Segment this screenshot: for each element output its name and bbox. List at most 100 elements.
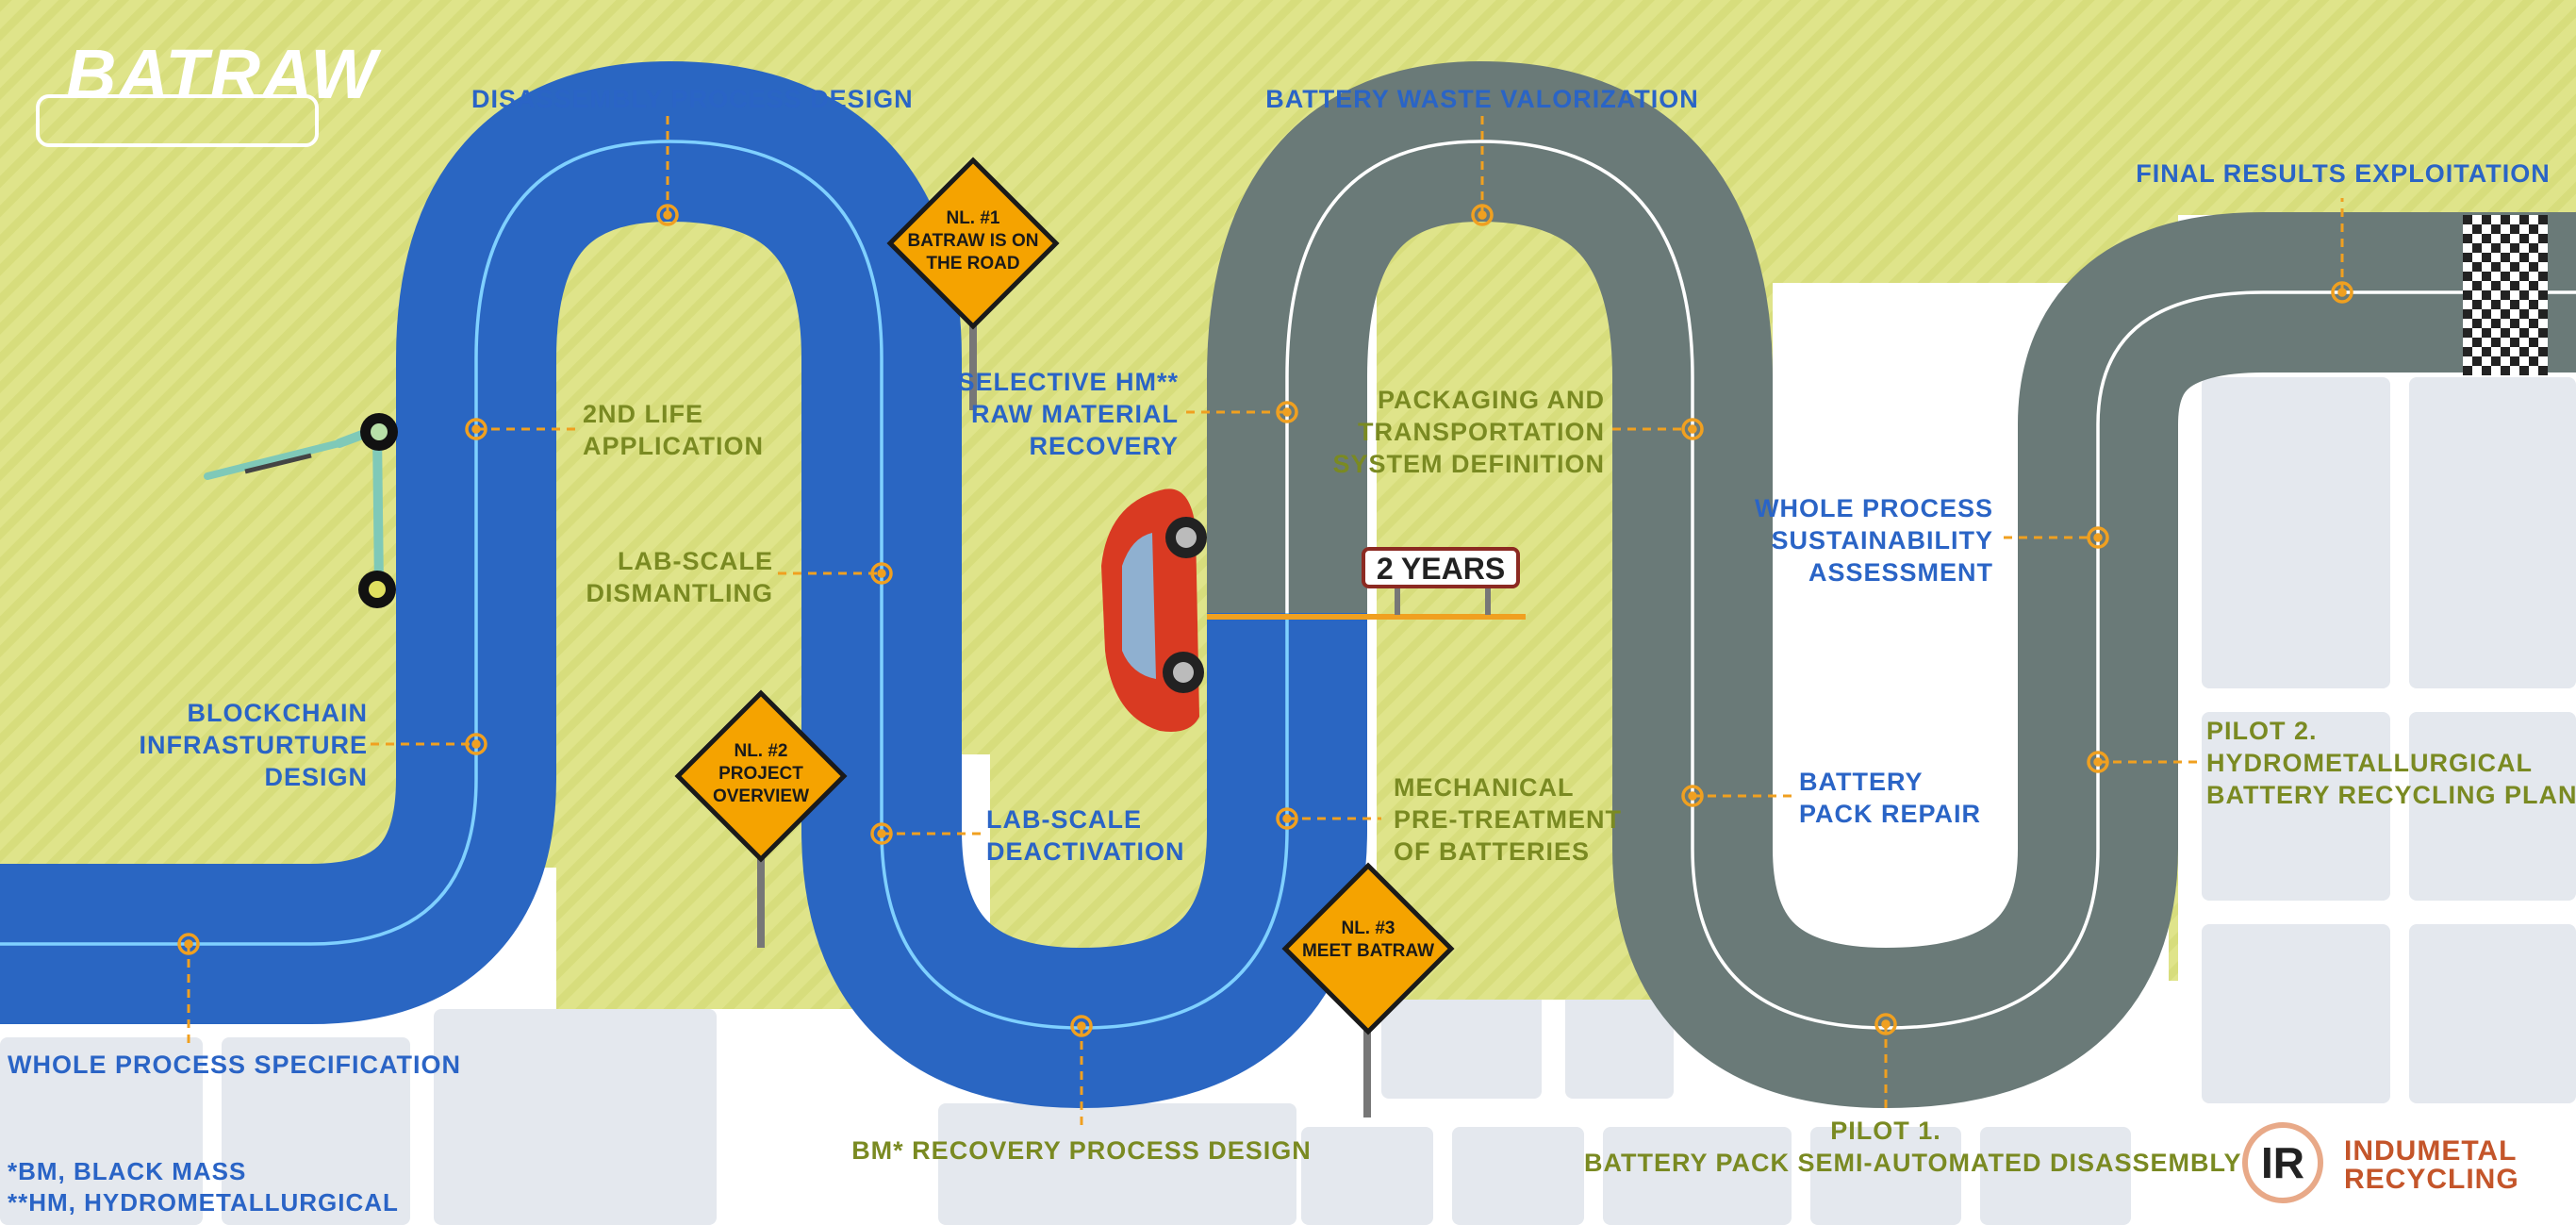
finish-check — [2463, 253, 2472, 262]
finish-check — [2529, 243, 2538, 253]
footnote-hydrometallurgical: **HM, HYDROMETALLURGICAL — [8, 1188, 399, 1217]
finish-check — [2501, 347, 2510, 356]
indumetal-logo-mark: IR — [2242, 1122, 2323, 1203]
finish-check — [2463, 272, 2472, 281]
finish-check — [2482, 366, 2491, 375]
finish-check — [2519, 215, 2529, 224]
milestone-leaders — [187, 113, 2344, 1130]
finish-check — [2519, 328, 2529, 338]
finish-check — [2501, 309, 2510, 319]
finish-check — [2491, 281, 2501, 290]
finish-check — [2463, 234, 2472, 243]
finish-check — [2472, 281, 2482, 290]
road-sign-3 — [1281, 862, 1455, 1035]
finish-check — [2463, 347, 2472, 356]
finish-check — [2472, 262, 2482, 272]
finish-check — [2482, 347, 2491, 356]
milestone-pilot-1: PILOT 1.BATTERY PACK SEMI-AUTOMATED DISA… — [1584, 1117, 2242, 1177]
finish-check — [2510, 300, 2519, 309]
finish-check — [2491, 338, 2501, 347]
finish-check — [2472, 319, 2482, 328]
finish-check — [2501, 272, 2510, 281]
finish-check — [2501, 215, 2510, 224]
finish-check — [2482, 215, 2491, 224]
grass-pocket-a — [556, 283, 797, 292]
milestone-disassembly-process-design: DISASSEMBLY PROCESS DESIGN — [471, 85, 914, 113]
finish-check — [2491, 300, 2501, 309]
finish-check — [2519, 290, 2529, 300]
finish-check — [2519, 309, 2529, 319]
finish-check — [2472, 338, 2482, 347]
road-pending — [1207, 60, 2576, 1109]
finish-check — [2501, 366, 2510, 375]
finish-check — [2529, 338, 2538, 347]
finish-check — [2491, 356, 2501, 366]
road-completed — [0, 60, 1367, 1109]
finish-check — [2538, 366, 2548, 375]
milestone-battery-waste-valorization: BATTERY WASTE VALORIZATION — [1265, 85, 1699, 113]
sign-post-2 — [757, 820, 765, 948]
scooter-illustration — [204, 413, 398, 608]
duration-sign: 2 YEARS — [1362, 547, 1520, 588]
finish-check — [2501, 328, 2510, 338]
finish-check — [2472, 356, 2482, 366]
finish-check — [2529, 300, 2538, 309]
finish-check — [2529, 319, 2538, 328]
finish-check — [2510, 224, 2519, 234]
finish-check — [2538, 290, 2548, 300]
finish-check — [2491, 224, 2501, 234]
finish-check — [2519, 366, 2529, 375]
finish-check — [2519, 347, 2529, 356]
finish-check — [2472, 224, 2482, 234]
finish-check — [2482, 234, 2491, 243]
finish-check — [2538, 253, 2548, 262]
finish-check — [2529, 262, 2538, 272]
finish-check — [2519, 272, 2529, 281]
finish-check — [2491, 243, 2501, 253]
finish-check — [2510, 319, 2519, 328]
finish-check — [2463, 290, 2472, 300]
sign-post-3 — [1363, 1000, 1371, 1117]
finish-check — [2519, 253, 2529, 262]
road-sign-1 — [886, 157, 1060, 330]
finish-check — [2501, 290, 2510, 300]
finish-check — [2482, 272, 2491, 281]
finish-check — [2501, 234, 2510, 243]
finish-check — [2538, 215, 2548, 224]
finish-check — [2510, 338, 2519, 347]
finish-check — [2463, 366, 2472, 375]
finish-check — [2529, 224, 2538, 234]
finish-check — [2510, 243, 2519, 253]
milestone-final-results-exploitation: FINAL RESULTS EXPLOITATION — [2136, 159, 2551, 188]
car-illustration — [1101, 488, 1207, 732]
finish-check — [2538, 328, 2548, 338]
finish-check — [2463, 309, 2472, 319]
finish-check — [2463, 215, 2472, 224]
milestone-bm-recovery-process-design: BM* RECOVERY PROCESS DESIGN — [851, 1136, 1312, 1165]
finish-check — [2510, 356, 2519, 366]
finish-check — [2472, 300, 2482, 309]
finish-check — [2482, 309, 2491, 319]
finish-check — [2491, 262, 2501, 272]
finish-line — [2463, 215, 2548, 375]
finish-check — [2538, 272, 2548, 281]
finish-check — [2538, 347, 2548, 356]
finish-check — [2501, 253, 2510, 262]
finish-check — [2491, 319, 2501, 328]
finish-check — [2519, 234, 2529, 243]
finish-check — [2529, 356, 2538, 366]
finish-check — [2538, 309, 2548, 319]
finish-check — [2529, 281, 2538, 290]
